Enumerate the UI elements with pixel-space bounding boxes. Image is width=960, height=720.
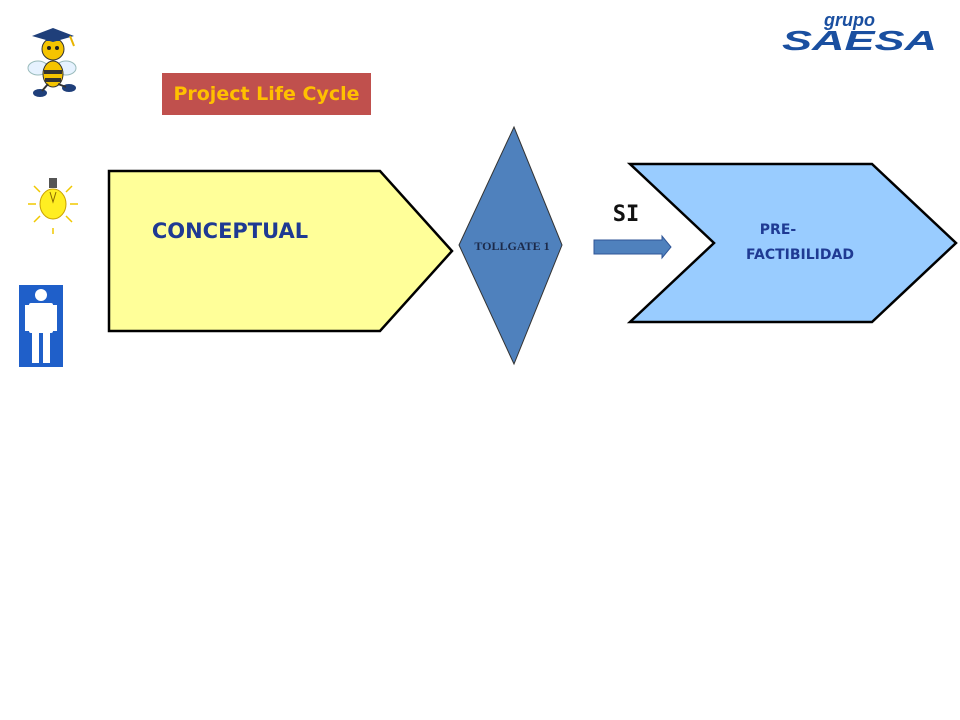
- graduate-bee-mascot-icon: [27, 28, 77, 97]
- man-restroom-icon: [19, 285, 63, 367]
- logo-small-text: grupo: [823, 10, 875, 30]
- tollgate-diamond: [458, 125, 563, 366]
- grupo-saesa-logo: grupo SAESA: [782, 10, 937, 54]
- conceptual-stage-shape: [107, 169, 454, 333]
- conceptual-stage-label: CONCEPTUAL: [152, 219, 308, 243]
- light-bulb-icon: [28, 178, 78, 234]
- logo-main-text: SAESA: [782, 25, 937, 54]
- prefeasibility-stage-shape: [626, 162, 958, 324]
- decision-label: SI: [613, 202, 640, 227]
- page-title: Project Life Cycle: [162, 73, 371, 115]
- prefeasibility-label-line2: FACTIBILIDAD: [746, 247, 854, 263]
- prefeasibility-label-line1: PRE-: [760, 222, 797, 238]
- tollgate-label: TOLLGATE 1: [474, 239, 549, 253]
- flow-arrow: [593, 234, 672, 260]
